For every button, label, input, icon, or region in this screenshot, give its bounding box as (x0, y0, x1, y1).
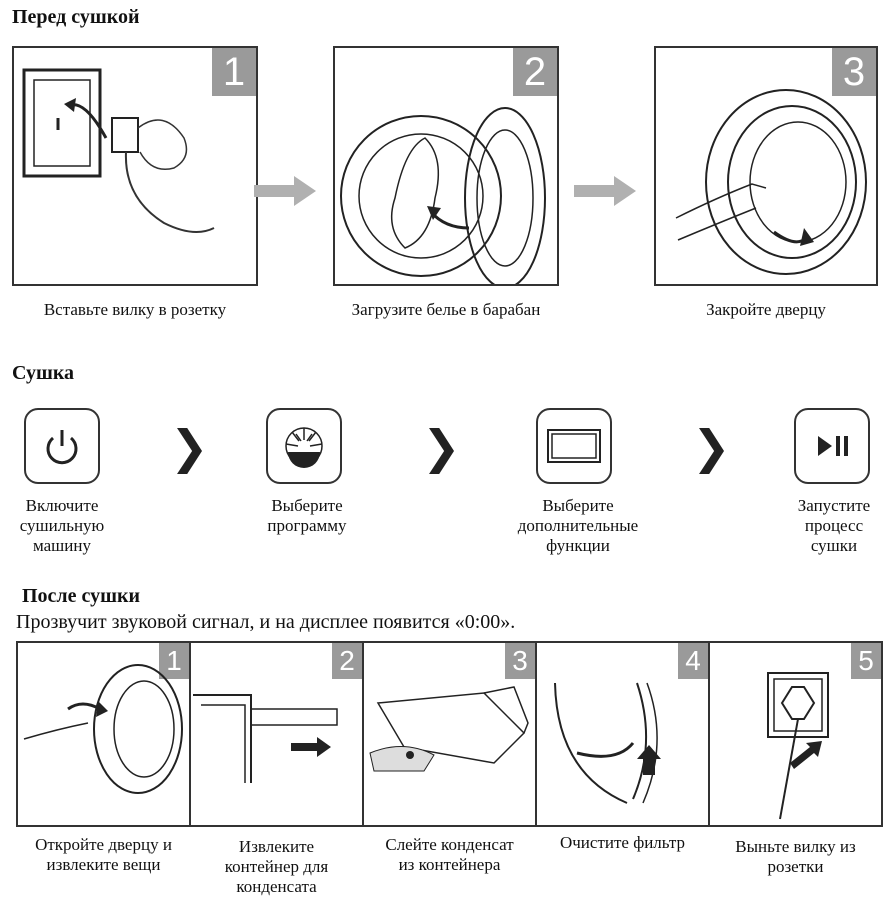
drain-container-illustration (369, 686, 529, 772)
step-number: 5 (851, 643, 881, 679)
plug-into-socket-illustration (22, 68, 215, 233)
after-heading: После сушки (22, 585, 141, 607)
step-number: 2 (332, 643, 362, 679)
after-step-5-panel: 5 (708, 641, 883, 827)
display-icon (547, 429, 601, 463)
after-step-2-panel: 2 (189, 641, 364, 827)
step-number: 1 (159, 643, 189, 679)
after-step-1-caption: Откройте дверцу и извлеките вещи (35, 835, 172, 874)
drying-step-2-caption: Выберите программу (267, 496, 347, 535)
drying-step-1-caption: Включите сушильную машину (19, 496, 105, 555)
step-number: 2 (513, 48, 557, 96)
before-step-2-panel: 2 (333, 46, 559, 286)
step-number: 1 (212, 48, 256, 96)
program-button-icon (266, 408, 342, 484)
before-step-3-panel: 3 (654, 46, 878, 286)
before-step-1-caption: Вставьте вилку в розетку (43, 300, 227, 319)
after-step-3-caption: Слейте конденсат из контейнера (385, 835, 514, 874)
clean-filter-illustration (554, 682, 661, 804)
after-step-4-caption: Очистите фильтр (559, 833, 686, 852)
after-step-5-caption: Выньте вилку из розетки (735, 837, 856, 876)
unplug-illustration (767, 672, 829, 820)
next-arrow-icon (254, 176, 318, 206)
before-step-1-panel: 1 (12, 46, 258, 286)
power-icon (46, 430, 78, 465)
before-heading: Перед сушкой (12, 6, 140, 28)
chevron-right-icon: ❯ (692, 420, 731, 474)
next-arrow-icon (574, 176, 638, 206)
drying-step-4-caption: Запустите процесс сушки (797, 496, 871, 555)
after-step-3-panel: 3 (362, 641, 537, 827)
load-laundry-illustration (340, 107, 546, 284)
power-button-icon (24, 408, 100, 484)
program-dial-icon (285, 427, 323, 468)
after-step-1-panel: 1 (16, 641, 191, 827)
drying-heading: Сушка (12, 362, 75, 384)
chevron-right-icon: ❯ (170, 420, 209, 474)
open-door-illustration (23, 664, 183, 794)
step-number: 3 (832, 48, 876, 96)
start-button-icon (794, 408, 870, 484)
remove-container-illustration (193, 694, 338, 783)
options-button-icon (536, 408, 612, 484)
drying-step-3-caption: Выберите дополнительные функции (517, 496, 639, 555)
chevron-right-icon: ❯ (422, 420, 461, 474)
after-note: Прозвучит звуковой сигнал, и на дисплее … (16, 611, 516, 633)
after-step-4-panel: 4 (535, 641, 710, 827)
after-step-2-caption: Извлеките контейнер для конденсата (224, 837, 329, 896)
play-pause-icon (818, 436, 848, 456)
before-step-3-caption: Закройте дверцу (706, 300, 826, 319)
close-door-illustration (675, 89, 867, 275)
before-step-2-caption: Загрузите белье в барабан (351, 300, 541, 319)
step-number: 4 (678, 643, 708, 679)
step-number: 3 (505, 643, 535, 679)
